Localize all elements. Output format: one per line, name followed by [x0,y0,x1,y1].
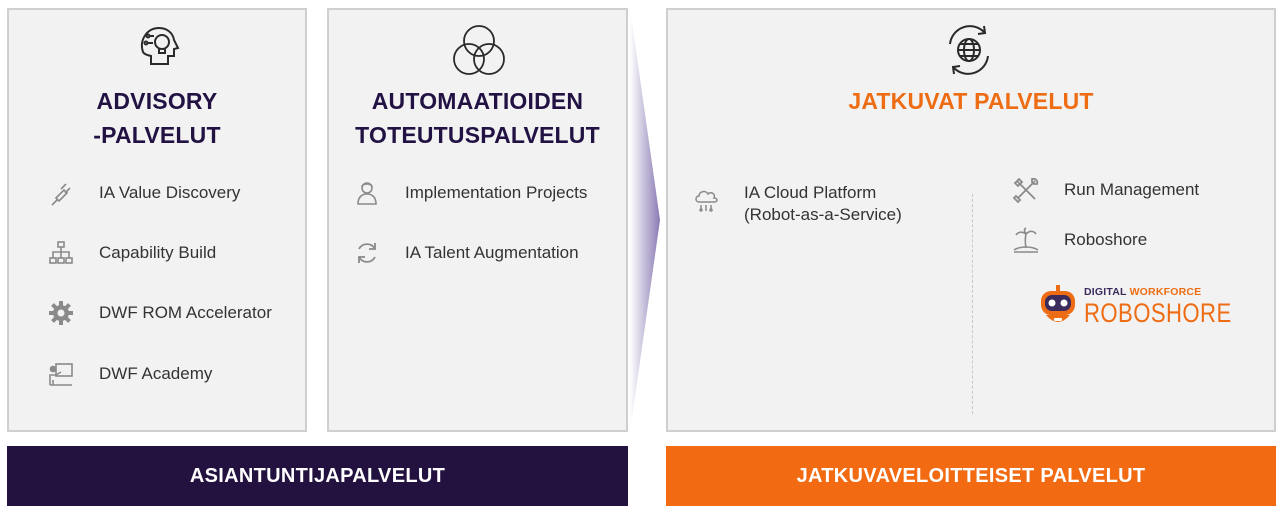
item-label: Roboshore [1064,230,1148,249]
expert-services-bar: ASIANTUNTIJAPALVELUT [7,446,628,506]
automation-card: AUTOMAATIOIDEN TOTEUTUSPALVELUT Implemen… [327,8,628,432]
item-label: Capability Build [99,243,217,262]
list-item-implementation-projects: Implementation Projects [351,177,587,209]
list-item-value-discovery: IA Value Discovery [45,177,240,209]
automation-title-line1: AUTOMAATIOIDEN [371,88,584,114]
plug-icon [45,177,77,209]
logo-text-workforce: WORKFORCE [1129,286,1202,299]
tools-icon [1010,174,1042,206]
digital-workforce-roboshore-logo: DIGITAL WORKFORCE ROBOSHORE [1040,285,1264,329]
advisory-title-line1: ADVISORY [96,88,218,114]
expert-services-label: ASIANTUNTIJAPALVELUT [189,464,446,487]
continuous-billing-label: JATKUVAVELOITTEISET PALVELUT [796,464,1146,487]
list-item-academy: DWF Academy [45,358,212,390]
item-label: Run Management [1064,180,1200,199]
continuous-title: JATKUVAT PALVELUT [848,88,1094,114]
cloud-icon [690,184,722,216]
cloud-platform-line2: (Robot-as-a-Service) [744,205,902,224]
brain-lightbulb-icon [135,22,185,77]
transition-arrow [630,8,660,432]
list-item-run-management: Run Management [1010,174,1199,206]
person-icon [351,177,383,209]
continuous-billing-bar: JATKUVAVELOITTEISET PALVELUT [666,446,1276,506]
item-label: Implementation Projects [405,183,588,202]
list-item-rom-accelerator: DWF ROM Accelerator [45,297,272,329]
logo-text-digital: DIGITAL [1084,286,1127,299]
continuous-card: JATKUVAT PALVELUT IA Cloud Platform (Rob… [666,8,1276,432]
item-label: IA Value Discovery [99,183,241,202]
venn-circles-icon [449,22,509,85]
item-label: DWF ROM Accelerator [99,303,272,322]
teacher-board-icon [45,358,77,390]
advisory-card: ADVISORY -PALVELUT IA Value Discovery Ca… [7,8,307,432]
list-item-cloud-platform: IA Cloud Platform (Robot-as-a-Service) [690,182,902,226]
item-label: DWF Academy [99,364,213,383]
advisory-title-line2: -PALVELUT [93,122,221,148]
hierarchy-icon [45,237,77,269]
dashed-divider [972,194,973,414]
list-item-capability-build: Capability Build [45,237,216,269]
list-item-talent-augmentation: IA Talent Augmentation [351,237,579,269]
robot-logo-icon [1041,285,1075,322]
list-item-roboshore: Roboshore [1010,224,1147,256]
logo-text-roboshore: ROBOSHORE [1084,297,1232,328]
gear-icon [45,297,77,329]
automation-title-line2: TOTEUTUSPALVELUT [355,122,600,148]
island-icon [1010,224,1042,256]
item-label: IA Talent Augmentation [405,243,579,262]
refresh-icon [351,237,383,269]
globe-cycle-icon [938,24,1000,81]
cloud-platform-line1: IA Cloud Platform [744,183,877,202]
